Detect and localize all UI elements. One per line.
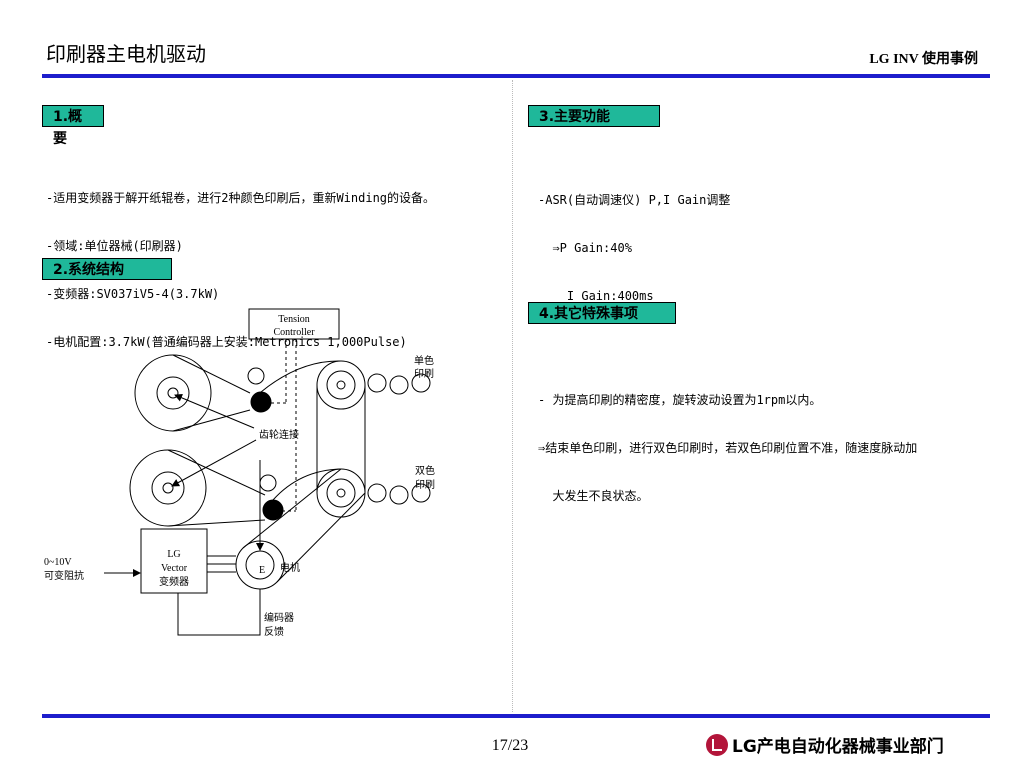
overview-line: -变频器:SV037iV5-4(3.7kW)	[46, 287, 220, 301]
functions-line: I Gain:400ms	[538, 289, 654, 303]
motor-label: 电机	[280, 561, 300, 574]
print-drum-double	[316, 468, 366, 518]
encoder-mark: E	[259, 565, 265, 576]
dancer-roll-bottom	[262, 499, 284, 521]
gear-link-label: 齿轮连接	[259, 428, 299, 441]
input-label-1: 0~10V	[44, 557, 72, 568]
special-line: ⇒结束单色印刷，进行双色印刷时，若双色印刷位置不准，随速度脉动加	[538, 441, 918, 455]
page-number: 17/23	[491, 737, 529, 754]
functions-line: ⇒P Gain:40%	[538, 241, 632, 255]
column-divider	[512, 80, 513, 712]
functions-line: -ASR(自动调速仪) P,I Gain调整	[538, 193, 731, 207]
print-drum-single	[316, 360, 366, 410]
special-text: - 为提高印刷的精密度，旋转波动设置为1rpm以内。 ⇒结束单色印刷，进行双色印…	[538, 360, 917, 520]
section-heading-structure: 2.系统结构	[42, 258, 172, 280]
unwind-roll-bottom	[129, 449, 207, 527]
dancer-roll-top	[250, 391, 272, 413]
section-heading-special: 4.其它特殊事项	[528, 302, 676, 324]
footer-brand-text: LG产电自动化器械事业部门	[732, 737, 944, 757]
footer-brand: LG产电自动化器械事业部门	[706, 732, 944, 757]
encoder-feedback-label-1: 编码器	[264, 611, 294, 624]
overview-line: -领域:单位器械(印刷器)	[46, 239, 183, 253]
tension-controller-box	[248, 308, 340, 340]
unwind-roll-top	[134, 354, 212, 432]
inverter-label-3: 变频器	[159, 575, 189, 588]
double-color-label-2: 印刷	[415, 479, 435, 491]
tension-label-1: Tension	[278, 314, 310, 325]
single-color-label-2: 印刷	[414, 368, 434, 380]
input-label-2: 可变阻抗	[44, 569, 84, 582]
special-line: - 为提高印刷的精密度，旋转波动设置为1rpm以内。	[538, 393, 822, 407]
footer-rule	[42, 714, 990, 718]
overview-line: -适用变频器于解开纸辊卷，进行2种颜色印刷后，重新Winding的设备。	[46, 191, 436, 205]
special-line: 大发生不良状态。	[538, 489, 649, 503]
inverter-box	[140, 528, 208, 594]
page-title: 印刷器主电机驱动	[46, 42, 206, 66]
encoder-feedback-label-2: 反馈	[264, 625, 284, 638]
inverter-label-1: LG	[167, 549, 180, 560]
tension-label-2: Controller	[273, 327, 315, 338]
inverter-label-2: Vector	[161, 563, 188, 574]
section-heading-functions: 3.主要功能	[528, 105, 660, 127]
header-brand: LG INV 使用事例	[869, 52, 978, 67]
section-heading-overview: 1.概要	[42, 105, 104, 147]
single-color-label-1: 单色	[414, 354, 434, 367]
functions-text: -ASR(自动调速仪) P,I Gain调整 ⇒P Gain:40% I Gai…	[538, 160, 730, 320]
header-rule	[42, 74, 990, 78]
lg-logo-icon	[706, 733, 728, 756]
double-color-label-1: 双色	[415, 464, 435, 477]
